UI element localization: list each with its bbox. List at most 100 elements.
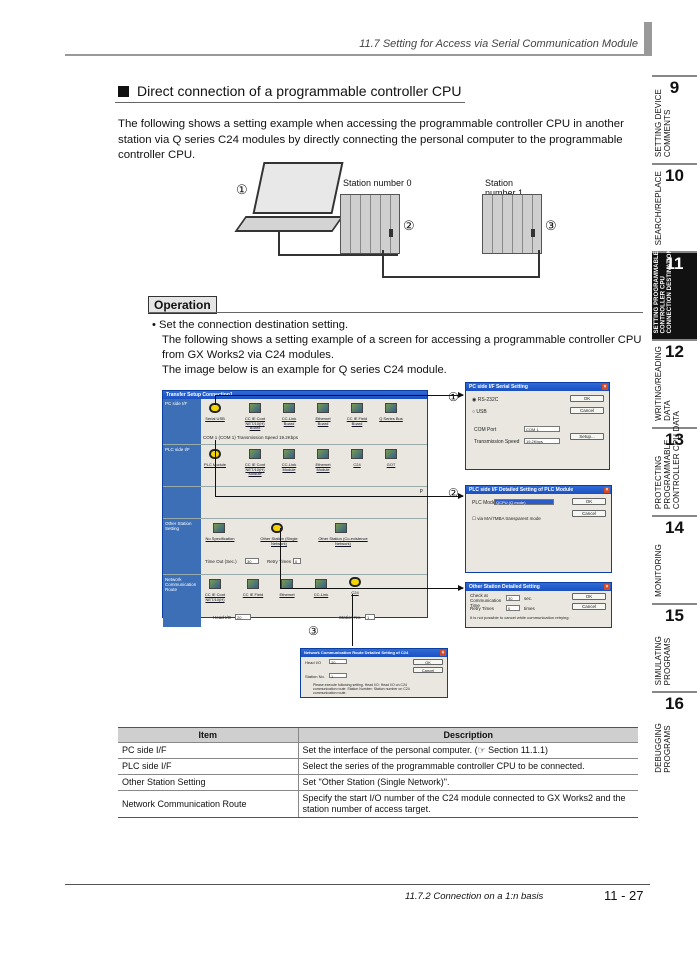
- port-icon: [531, 229, 535, 237]
- section-rule: [115, 102, 465, 103]
- net-station-label: Station No.: [305, 674, 325, 679]
- ethernet-module-icon[interactable]: [317, 449, 329, 459]
- callout-3: ③: [308, 624, 319, 638]
- speed-select[interactable]: 19.2Kbps: [524, 438, 560, 444]
- cc-ie-cont-board-icon[interactable]: [249, 403, 261, 413]
- setup-button[interactable]: Setup...: [570, 433, 604, 440]
- station-no-input[interactable]: 1: [365, 614, 375, 620]
- operation-bullet: • Set the connection destination setting…: [152, 319, 349, 331]
- net-detail-title: Network Communication Route Detailed Set…: [304, 650, 409, 655]
- marker-2: ②: [403, 218, 415, 233]
- check-time-input[interactable]: 30: [506, 595, 520, 601]
- cc-link-board-icon[interactable]: [283, 403, 295, 413]
- other-station-label: Other Station Setting: [163, 519, 201, 574]
- transfer-setup-window: Transfer Setup Connection1 PC side I/F S…: [162, 390, 428, 627]
- serial-title: PC side I/F Serial Setting: [469, 384, 528, 390]
- other-detail-title: Other Station Detailed Setting: [469, 584, 540, 590]
- other-station-single-icon[interactable]: [271, 523, 283, 533]
- pc-side-row: PC side I/F Serial USB CC IE Cont NET/10…: [163, 399, 427, 445]
- route-cc-ie-cont-icon[interactable]: [209, 579, 221, 589]
- ok-button[interactable]: OK: [570, 395, 604, 402]
- laptop-keyboard: [234, 216, 344, 232]
- tab-label: WRITING/READING DATA: [654, 346, 672, 421]
- route-cc-ie-field-icon[interactable]: [247, 579, 259, 589]
- cancel-button[interactable]: Cancel: [413, 667, 443, 673]
- cancel-button[interactable]: Cancel: [572, 510, 606, 517]
- tab-label: MONITORING: [654, 544, 663, 597]
- route-c24-icon[interactable]: [349, 577, 361, 587]
- table-row: Network Communication Route Specify the …: [118, 790, 638, 818]
- other-station-detail-window: Other Station Detailed Setting× Check at…: [465, 582, 612, 628]
- operation-rule: [148, 312, 643, 313]
- tab-label: SETTING PROGRAMMABLE CONTROLLER CPU CONN…: [654, 248, 673, 333]
- station-1-label: Station number 1: [485, 178, 524, 198]
- pc-side-label: PC side I/F: [163, 399, 201, 444]
- cc-ie-field-board-icon[interactable]: [351, 403, 363, 413]
- network-route-row: Network Communication Route CC IE Cont N…: [163, 575, 427, 627]
- page-number: 11 - 27: [604, 888, 644, 903]
- tab-number: 9: [669, 78, 680, 97]
- cc-ie-cont-module-icon[interactable]: [249, 449, 261, 459]
- net-station-input[interactable]: 1: [329, 673, 347, 679]
- ok-button[interactable]: OK: [572, 593, 606, 600]
- retry-input[interactable]: 0: [293, 558, 301, 564]
- other-station-coexist-icon[interactable]: [335, 523, 347, 533]
- ethernet-board-icon[interactable]: [317, 403, 329, 413]
- head-io-input[interactable]: 20: [235, 614, 251, 620]
- sec-label: sec.: [524, 596, 533, 601]
- cable-pc-to-station0: [278, 232, 398, 256]
- pc-icon-label: CC IE Field Board: [346, 416, 368, 426]
- got-icon[interactable]: [385, 449, 397, 459]
- transparent-mode-checkbox[interactable]: ☐ via MA/7MBA transparent mode: [472, 516, 541, 521]
- timeout-input[interactable]: 30: [245, 558, 259, 564]
- spacer-row: P: [163, 487, 427, 519]
- window-title: PC side I/F Serial Setting ×: [466, 383, 609, 391]
- callout-2: ②: [448, 486, 459, 500]
- table-row: PC side I/F Set the interface of the per…: [118, 742, 638, 759]
- other-icon-label: Other Station (Co-existence Network): [318, 536, 368, 546]
- close-icon[interactable]: ×: [604, 487, 610, 493]
- plc-side-row: PLC side I/F PLC Module CC IE Cont NET/1…: [163, 445, 427, 487]
- window-title: Network Communication Route Detailed Set…: [301, 649, 447, 657]
- c24-icon[interactable]: [351, 449, 363, 459]
- callout-1: ①: [448, 390, 459, 404]
- cc-link-module-icon[interactable]: [283, 449, 295, 459]
- retry-times-input[interactable]: 0: [506, 605, 520, 611]
- ok-button[interactable]: OK: [413, 659, 443, 665]
- rs232c-radio[interactable]: ◉ RS-232C: [472, 397, 499, 403]
- tab-number: 15: [665, 606, 684, 625]
- plc-icon-label: CC-Link Module: [281, 462, 297, 472]
- marker-3: ③: [545, 218, 557, 233]
- net-head-io-input[interactable]: 20: [329, 659, 347, 665]
- q-series-bus-icon[interactable]: [385, 403, 397, 413]
- usb-radio[interactable]: ○ USB: [472, 409, 487, 415]
- arrow-1: [215, 392, 464, 398]
- plc-mode-select[interactable]: QCPU (Q mode): [494, 499, 554, 505]
- cancel-button[interactable]: Cancel: [572, 603, 606, 610]
- head-io-label: Head I/O: [213, 615, 232, 620]
- close-icon[interactable]: ×: [602, 384, 608, 390]
- cancel-button[interactable]: Cancel: [570, 407, 604, 414]
- ok-button[interactable]: OK: [572, 498, 606, 505]
- no-specification-icon[interactable]: [213, 523, 225, 533]
- item-cell: PLC side I/F: [118, 758, 298, 775]
- route-icon-label: CC IE Cont NET/10(H): [204, 592, 226, 602]
- close-icon[interactable]: ×: [604, 584, 610, 590]
- close-icon[interactable]: ×: [440, 650, 446, 656]
- operation-text: • Set the connection destination setting…: [152, 318, 647, 378]
- tab-number: 10: [665, 166, 684, 185]
- port-icon: [389, 229, 393, 237]
- com-port-select[interactable]: COM 1: [524, 426, 560, 432]
- tab-label: SIMULATING PROGRAMS: [654, 635, 672, 685]
- tab-label: DEBUGGING PROGRAMS: [654, 723, 672, 773]
- marker-1: ①: [236, 182, 248, 197]
